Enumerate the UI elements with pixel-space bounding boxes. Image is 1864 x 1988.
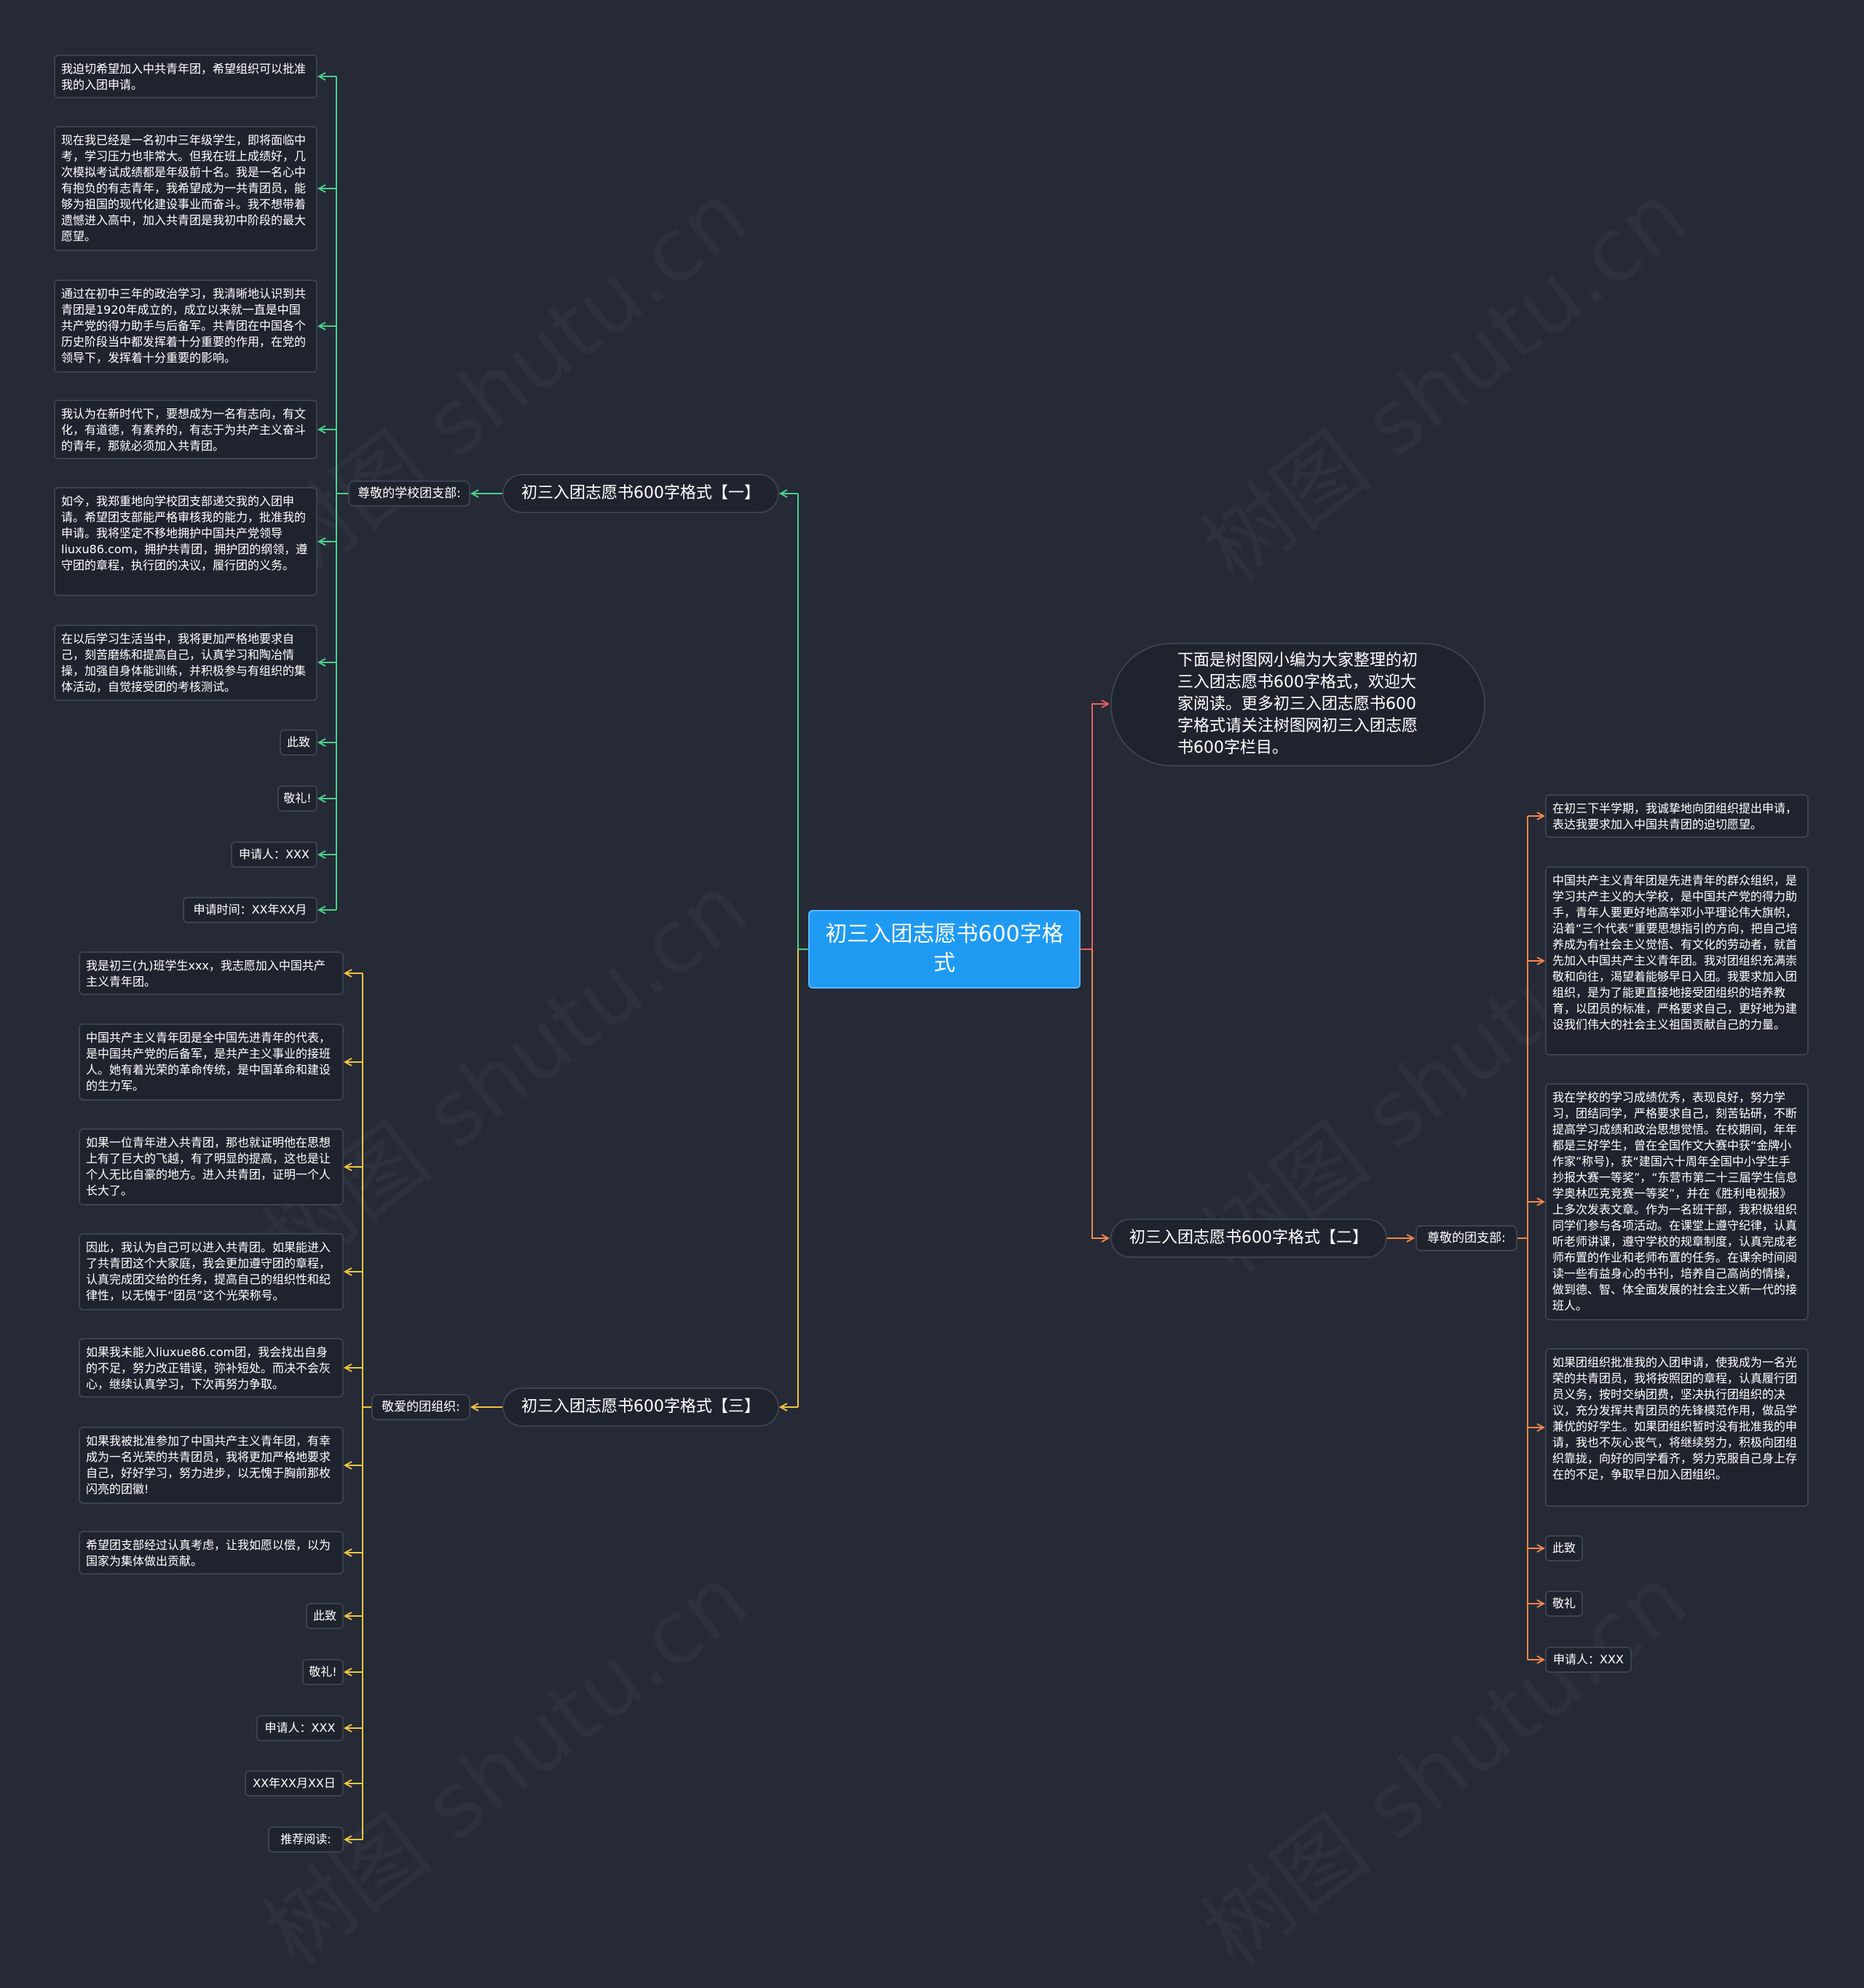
branch-2-leaf[interactable]: 如果团组织批准我的入团申请，使我成为一名光荣的共青团员，我将按照团的章程，认真履… xyxy=(1545,1348,1809,1507)
branch-3-leaf[interactable]: XX年XX月XX日 xyxy=(245,1770,344,1797)
connector-line xyxy=(1081,703,1108,950)
connector-arrow xyxy=(343,1724,352,1732)
branch-3-leaf[interactable]: 申请人：XXX xyxy=(256,1715,344,1741)
branch-3-salutation[interactable]: 敬爱的团组织: xyxy=(371,1394,470,1420)
connector-arrow xyxy=(317,184,326,193)
branch-2-leaf[interactable]: 在初三下半学期，我诚挚地向团组织提出申请，表达我要求加入中国共青团的迫切愿望。 xyxy=(1545,794,1809,838)
branch-1-leaf[interactable]: 申请时间：XX年XX月 xyxy=(183,897,317,923)
branch-3-leaf[interactable]: 如果一位青年进入共青团，那也就证明他在思想上有了巨大的飞越，有了明显的提高，这也… xyxy=(79,1128,344,1205)
connector-arrow xyxy=(343,1779,352,1788)
connector-arrow xyxy=(343,1363,352,1372)
branch-1-leaf[interactable]: 申请人：XXX xyxy=(231,841,317,868)
branch-2-leaf[interactable]: 敬礼 xyxy=(1545,1591,1583,1617)
connector-arrow xyxy=(343,969,352,978)
branch-2-leaf[interactable]: 我在学校的学习成绩优秀，表现良好，努力学习，团结同学，严格要求自己，刻苦钻研，不… xyxy=(1545,1083,1809,1320)
connector-arrow xyxy=(1536,1599,1546,1608)
branch-3-leaf[interactable]: 如果我未能入liuxue86.com团，我会找出自身的不足，努力改正错误，弥补短… xyxy=(79,1338,344,1398)
branch-1-leaf[interactable]: 我迫切希望加入中共青年团，希望组织可以批准我的入团申请。 xyxy=(54,55,317,98)
connector-arrow xyxy=(317,794,326,803)
branch-3-topic[interactable]: 初三入团志愿书600字格式【三】 xyxy=(502,1387,779,1427)
branch-1-leaf[interactable]: 在以后学习生活当中，我将更加严格地要求自己，刻苦磨练和提高自己，认真学习和陶冶情… xyxy=(54,625,317,701)
connector-line xyxy=(1517,816,1528,1660)
branch-3-leaf[interactable]: 因此，我认为自己可以进入共青团。如果能进入了共青团这个大家庭，我会更加遵守团的章… xyxy=(79,1233,344,1310)
connector-arrow xyxy=(343,1548,352,1557)
connector-arrow xyxy=(1536,957,1546,965)
connector-arrow xyxy=(1406,1234,1415,1243)
connector-arrow xyxy=(317,850,326,859)
branch-1-leaf[interactable]: 现在我已经是一名初中三年级学生，即将面临中考，学习压力也非常大。但我在班上成绩好… xyxy=(54,126,317,251)
connector-arrow xyxy=(343,1612,352,1620)
connector-arrow xyxy=(343,1461,352,1470)
branch-3-leaf[interactable]: 中国共产主义青年团是全中国先进青年的代表，是中国共产党的后备军，是共产主义事业的… xyxy=(79,1023,344,1101)
connector-arrow xyxy=(778,489,788,498)
connector-arrow xyxy=(470,1403,479,1411)
branch-1-leaf[interactable]: 通过在初中三年的政治学习，我清晰地认识到共青团是1920年成立的，成立以来就一直… xyxy=(54,280,317,373)
connector-arrow xyxy=(317,537,326,546)
branch-3-leaf[interactable]: 此致 xyxy=(306,1603,344,1629)
connector-arrow xyxy=(1536,1423,1546,1432)
connector-line xyxy=(1091,949,1108,1239)
branch-2-leaf[interactable]: 申请人：XXX xyxy=(1545,1647,1632,1673)
connector-lines xyxy=(317,72,1546,1844)
connector-arrow xyxy=(778,1403,788,1411)
connector-arrow xyxy=(1536,812,1546,820)
connector-arrow xyxy=(317,906,326,914)
connector-arrow xyxy=(1101,1234,1110,1243)
connector-arrow xyxy=(317,425,326,434)
connector-arrow xyxy=(343,1058,352,1066)
branch-2-topic[interactable]: 初三入团志愿书600字格式【二】 xyxy=(1110,1219,1387,1258)
branch-3-leaf[interactable]: 如果我被批准参加了中国共产主义青年团，有幸成为一名光荣的共青团员，我将更加严格地… xyxy=(79,1427,344,1504)
branch-1-leaf[interactable]: 敬礼! xyxy=(277,785,317,812)
connector-arrow xyxy=(317,738,326,747)
connector-line xyxy=(336,76,348,910)
branch-1-salutation[interactable]: 尊敬的学校团支部: xyxy=(348,480,470,507)
connector-arrow xyxy=(317,658,326,667)
connector-arrow xyxy=(317,322,326,330)
branch-3-leaf[interactable]: 敬礼! xyxy=(302,1659,344,1685)
connector-arrow xyxy=(317,72,326,81)
connector-arrow xyxy=(1536,1544,1546,1553)
branch-1-leaf[interactable]: 如今，我郑重地向学校团支部递交我的入团申请。希望团支部能严格审核我的能力，批准我… xyxy=(54,487,317,596)
branch-1-leaf[interactable]: 我认为在新时代下，要想成为一名有志向，有文化，有道德，有素养的，有志于为共产主义… xyxy=(54,400,317,459)
connector-arrow xyxy=(470,489,479,498)
connector-arrow xyxy=(343,1835,352,1844)
connector-arrow xyxy=(1536,1655,1546,1664)
connector-arrow xyxy=(1101,700,1110,708)
branch-1-leaf[interactable]: 此致 xyxy=(280,729,317,756)
connector-arrow xyxy=(1536,1197,1546,1206)
branch-2-leaf[interactable]: 中国共产主义青年团是先进青年的群众组织，是学习共产主义的大学校，是中国共产党的得… xyxy=(1545,866,1809,1056)
branch-1-topic[interactable]: 初三入团志愿书600字格式【一】 xyxy=(502,474,779,513)
connector-line xyxy=(362,973,371,1840)
connector-arrow xyxy=(343,1267,352,1276)
branch-3-leaf[interactable]: 我是初三(九)班学生xxx，我志愿加入中国共产主义青年团。 xyxy=(79,951,344,995)
root-topic[interactable]: 初三入团志愿书600字格式 xyxy=(808,910,1081,989)
branch-3-leaf[interactable]: 推荐阅读: xyxy=(268,1826,344,1853)
branch-2-salutation[interactable]: 尊敬的团支部: xyxy=(1415,1225,1517,1251)
branch-2-leaf[interactable]: 此致 xyxy=(1545,1535,1583,1561)
intro-node[interactable]: 下面是树图网小编为大家整理的初三入团志愿书600字格式，欢迎大家阅读。更多初三入… xyxy=(1110,643,1485,767)
connector-arrow xyxy=(343,1668,352,1676)
connector-line xyxy=(797,494,808,1407)
branch-3-leaf[interactable]: 希望团支部经过认真考虑，让我如愿以偿，以为国家为集体做出贡献。 xyxy=(79,1531,344,1575)
connector-arrow xyxy=(343,1163,352,1171)
